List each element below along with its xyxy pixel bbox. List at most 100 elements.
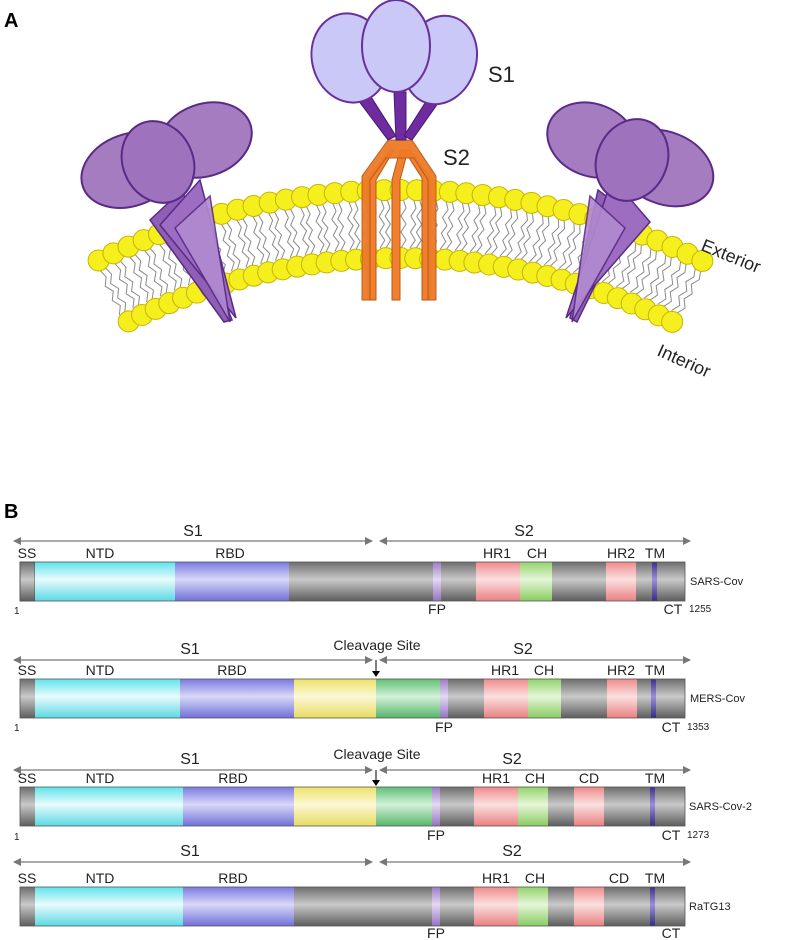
label-ch: CH [525,770,545,786]
label-hr1: HR1 [482,770,510,786]
lipid-tail [290,208,301,257]
label-ntd: NTD [86,545,115,561]
lipid-tail [352,201,361,250]
lipid-head [691,249,714,272]
end-residue: 1273 [687,830,710,841]
label-ct: CT [662,719,681,735]
lipid-tail [105,267,127,313]
protein-row-sars-cov: S1 S2 SS NTD RBD HR1 CH HR2 TM FP CT [13,523,744,617]
lipid-tail [558,222,575,269]
lipid-tail [149,247,169,294]
lipid-tail [268,212,280,261]
lipid-tail [676,271,702,314]
lipid-tail [284,209,295,258]
lipid-tail [460,203,471,252]
label-ch: CH [525,870,545,886]
lipid-tail [469,204,481,253]
lipid-tail [643,254,667,299]
lipid-tail [535,216,550,264]
lipid-tail [258,214,271,263]
label-ct: CT [662,925,681,940]
lipid-tail [630,248,652,293]
lipid-head [661,310,684,333]
lipid-tail [529,215,544,262]
start-residue: 1 [14,723,20,734]
lipid-tail [144,250,163,297]
label-hr1: HR1 [482,870,510,886]
spike-right [546,101,715,324]
s1-label-a: S1 [488,62,515,87]
label-ss: SS [18,545,37,561]
label-ch: CH [534,662,554,678]
start-residue: 1 [14,832,20,843]
lipid-tail [159,244,177,291]
label-fp: FP [428,601,446,617]
lipid-tail [321,204,331,253]
label-tm: TM [645,662,665,678]
lipid-tail [337,202,346,252]
label-hr2: HR2 [607,662,635,678]
lipid-tail [490,207,503,256]
lipid-tail [415,200,423,249]
label-cd: CD [579,770,599,786]
label-hr1: HR1 [483,545,511,561]
lipid-tail [445,201,455,251]
label-hr1: HR1 [491,662,519,678]
panel-a-label: A [4,10,18,32]
panel-b: B S1 S2 SS NTD RBD HR1 CH H [4,501,752,940]
protein-name: SARS-Cov-2 [689,801,752,813]
s2-span-label: S2 [514,523,534,540]
lipid-tail [378,200,386,249]
lipid-tail [663,264,687,307]
end-residue: 1255 [689,604,712,615]
label-tm: TM [645,545,665,561]
protein-name: RaTG13 [689,901,731,913]
s2-span-label: S2 [502,843,522,860]
cleavage-arrow-icon [372,780,380,786]
lipid-tail [499,209,513,257]
lipid-tail [346,201,355,251]
label-rbd: RBD [215,545,245,561]
spike-center-s2 [361,139,437,301]
lipid-tail [236,219,250,268]
panel-a: A [4,0,763,381]
lipid-tail [120,260,141,306]
protein-row-ratg13: S1 S2 SS NTD RBD HR1 CH CD TM FP CT [13,843,731,940]
protein-name: MERS-Cov [690,693,746,705]
cleavage-site-label: Cleavage Site [333,746,420,762]
label-ss: SS [18,870,37,886]
label-fp: FP [427,925,445,940]
cleavage-arrow-icon [372,671,380,677]
start-residue: 1 [14,606,20,617]
lipid-tail [657,261,682,305]
lipid-tail [220,223,235,272]
lipid-tail [514,211,528,260]
lipid-tail [315,204,325,254]
lipid-tail [439,201,449,250]
spike-left [80,101,253,323]
lipid-tail [305,206,316,255]
protein-row-mers-cov: S1 S2 Cleavage Site SS NTD RBD HR1 CH [13,637,746,735]
lipid-tail [520,213,534,261]
interior-label: Interior [654,340,713,381]
label-ct: CT [662,827,681,843]
lipid-tail [99,270,121,315]
end-residue: 1353 [687,722,710,733]
cleavage-site-label: Cleavage Site [333,637,420,653]
lipid-tail [505,210,519,258]
lipid-tail [671,268,696,311]
label-tm: TM [645,770,665,786]
lipid-tail [252,216,265,264]
lipid-tail [274,211,286,260]
lipid-tail [635,250,657,295]
lipid-tail [621,244,642,290]
label-hr2: HR2 [607,545,635,561]
lipid-tail [409,199,417,249]
s2-span-label: S2 [502,751,522,768]
label-rbd: RBD [218,770,248,786]
label-ss: SS [18,770,37,786]
lipid-tail [400,199,407,249]
lipid-tail [549,220,566,267]
s2-label-a: S2 [443,145,470,170]
